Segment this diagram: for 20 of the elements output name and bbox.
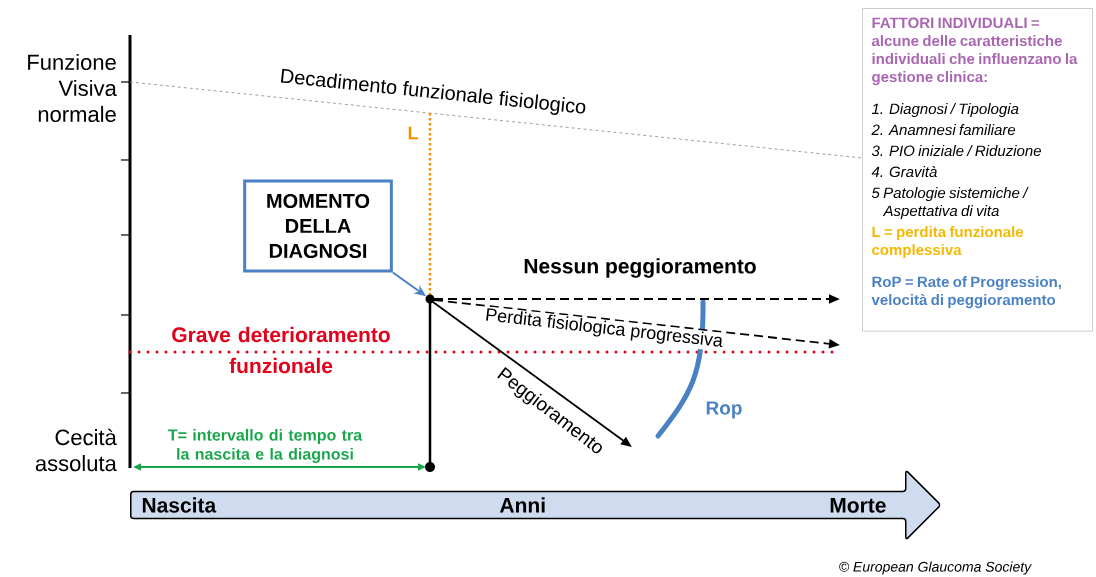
diagnosis-point: [425, 294, 435, 304]
loss-label: L: [408, 126, 418, 140]
axis-label: Funzione Visiva normale: [28, 53, 117, 123]
copyright-note: © European Glaucoma Society: [839, 561, 1032, 575]
rop-definition: RoP = Rate of Progression, velocità di peggioramento: [871, 276, 1061, 309]
factor-item: 1. Diagnosi / Tipologia: [871, 103, 1019, 118]
edge-label: Perdita fisiologica progressiva: [483, 306, 725, 352]
panel-heading: FATTORI INDIVIDUALI = alcune delle caratteristiche individuali che influenzano la gestione clinica:: [871, 17, 1078, 86]
line-label: Decadimento funzionale fisiologico: [280, 68, 586, 115]
factor-item: 2. Anamnesi familiare: [871, 124, 1016, 136]
factors-panel: [862, 8, 1093, 332]
axis-label: Cecità assoluta: [35, 428, 117, 472]
threshold-label: Grave deterioramento funzionale: [172, 326, 390, 374]
loss-definition: L = perdita funzionale complessiva: [872, 226, 1024, 259]
edge-label: Nessun peggioramento: [522, 257, 758, 279]
factor-item: 4. Gravità: [871, 165, 937, 178]
factor-item: 5 Patologie sistemiche / Aspettativa di vita: [871, 187, 1029, 220]
callout-box: MOMENTO DELLA DIAGNOSI: [243, 179, 393, 273]
rop-label: Rop: [706, 401, 742, 419]
factor-item: 3. PIO iniziale / Riduzione: [871, 145, 1041, 157]
